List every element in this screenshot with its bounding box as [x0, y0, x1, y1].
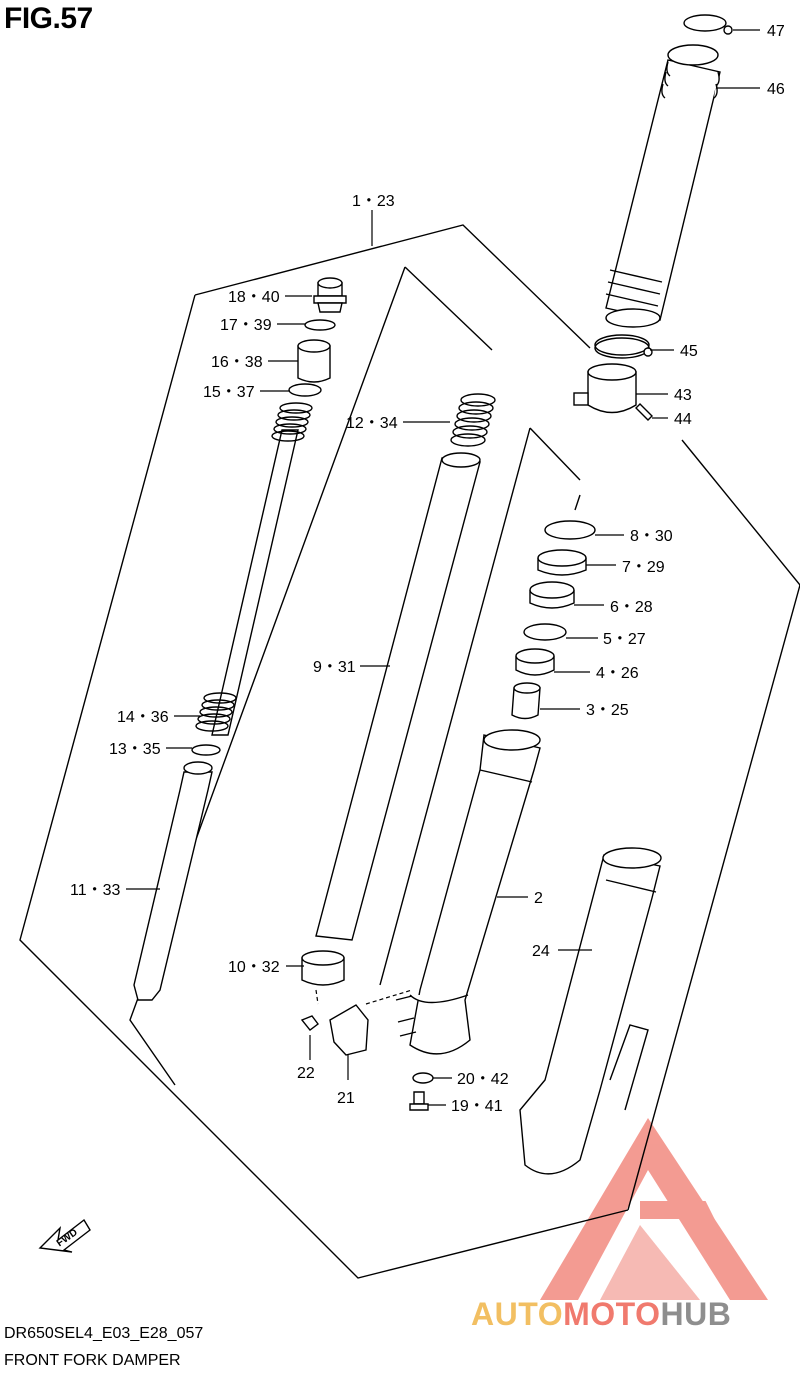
seal-washer	[523, 623, 567, 641]
figure-caption: FRONT FORK DAMPER	[4, 1352, 181, 1369]
axle-studs	[395, 995, 417, 1037]
watermark-moto: MOTO	[563, 1296, 661, 1332]
label-2: 2	[534, 890, 543, 907]
watermark-auto: AUTO	[471, 1296, 564, 1332]
drain-bolt	[409, 1091, 429, 1111]
label-3-25: 3・25	[586, 702, 629, 719]
outer-tube	[409, 729, 541, 1055]
watermark-logo	[540, 1118, 768, 1300]
watermark-hub: HUB	[660, 1296, 732, 1332]
slide-bushing-guide	[515, 648, 555, 676]
label-17-39: 17・39	[220, 317, 272, 334]
label-10-32: 10・32	[228, 959, 280, 976]
model-code: DR650SEL4_E03_E28_057	[4, 1325, 204, 1342]
label-4-26: 4・26	[596, 665, 639, 682]
label-43: 43	[674, 387, 692, 404]
label-19-41: 19・41	[451, 1098, 503, 1115]
label-5-27: 5・27	[603, 631, 646, 648]
oil-seal-stopper	[537, 549, 587, 576]
label-22: 22	[297, 1065, 315, 1082]
assembly-outline	[19, 224, 800, 1279]
label-46: 46	[767, 81, 785, 98]
slide-bushing	[511, 682, 541, 720]
label-13-35: 13・35	[109, 741, 161, 758]
label-1-23: 1・23	[352, 193, 395, 210]
label-44: 44	[674, 411, 692, 428]
label-18-40: 18・40	[228, 289, 280, 306]
label-21: 21	[337, 1090, 355, 1107]
rebound-spring-lower	[195, 692, 237, 732]
label-20-42: 20・42	[457, 1071, 509, 1088]
rod-washer	[191, 744, 221, 756]
label-6-28: 6・28	[610, 599, 653, 616]
label-12-34: 12・34	[346, 415, 398, 432]
rebound-spring-upper	[271, 402, 313, 442]
holder-nut	[300, 1015, 319, 1031]
inner-tube	[315, 452, 481, 941]
label-45: 45	[680, 343, 698, 360]
dust-boot	[605, 44, 721, 328]
part-labels: 47 46 1・23 18・40 17・39 16・38 15・37 12・34…	[70, 23, 785, 1115]
boot-clamp-lower	[594, 334, 653, 359]
boot-clamp-upper	[683, 14, 733, 35]
figure-title: FIG.57	[4, 2, 93, 35]
label-8-30: 8・30	[630, 528, 673, 545]
fwd-arrow-icon: FWD	[38, 1218, 91, 1253]
label-24: 24	[532, 943, 550, 960]
oil-seal	[529, 581, 575, 609]
leader-lines	[126, 29, 760, 1106]
label-7-29: 7・29	[622, 559, 665, 576]
spring-washer	[288, 383, 322, 397]
label-16-38: 16・38	[211, 354, 263, 371]
fork-guard-bracket	[573, 363, 637, 414]
lower-fork-leg	[519, 847, 662, 1175]
cap-bolt	[313, 277, 347, 313]
damper-rod	[211, 429, 299, 736]
dust-seal	[544, 520, 596, 540]
o-ring	[304, 319, 336, 331]
label-15-37: 15・37	[203, 384, 255, 401]
watermark-text: AUTOMOTOHUB	[471, 1296, 731, 1333]
drain-washer	[412, 1072, 434, 1084]
cartridge-tube	[133, 761, 213, 1001]
oil-lock-piece	[301, 950, 345, 986]
fork-spring	[450, 393, 496, 447]
spacer	[297, 339, 331, 383]
axle-holder	[329, 1004, 369, 1056]
label-11-33: 11・33	[70, 882, 121, 899]
bracket-bolt	[635, 403, 653, 421]
label-14-36: 14・36	[117, 709, 169, 726]
label-9-31: 9・31	[313, 659, 356, 676]
label-47: 47	[767, 23, 785, 40]
